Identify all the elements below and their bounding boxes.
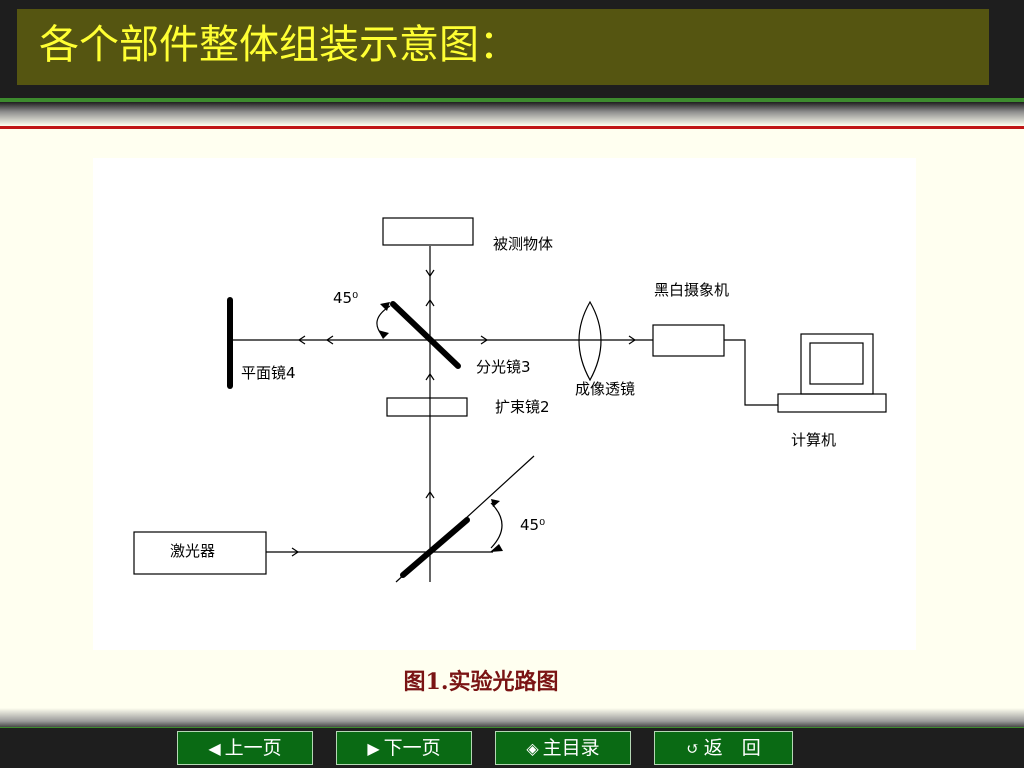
laser-reflector (400, 517, 470, 578)
arrow-up-lower (425, 490, 435, 499)
next-page-button[interactable]: ▶下一页 (336, 731, 472, 765)
arc-arrowhead-bottom-2 (490, 544, 503, 552)
angle-arc-bottom (490, 502, 503, 549)
return-button[interactable]: ↺返 回 (654, 731, 793, 765)
header-divider (0, 98, 1024, 102)
figure-caption: 图1.实验光路图 (403, 669, 559, 695)
label-angle-bottom: 45⁰ (520, 516, 545, 534)
diagram-svg: 被测物体 黑白摄象机 45⁰ 平面镜4 分光镜3 成像透镜 扩束镜2 计算机 激… (133, 217, 887, 583)
arrow-left-a (297, 335, 306, 345)
arrow-left-b (325, 335, 334, 345)
monitor-screen (809, 342, 864, 385)
camera-box (652, 324, 725, 357)
arc-arrowhead-top-1 (380, 302, 390, 311)
arrow-right-laser (291, 547, 300, 557)
home-menu-label: 主目录 (542, 737, 600, 759)
diamond-icon: ◈ (526, 739, 539, 758)
label-lens: 成像透镜 (575, 380, 635, 398)
return-arrow-icon: ↺ (686, 739, 700, 758)
label-splitter: 分光镜3 (476, 358, 531, 376)
object-box (382, 217, 474, 246)
title-box: 各个部件整体组装示意图： (17, 9, 989, 85)
triangle-right-icon: ▶ (367, 739, 380, 758)
next-page-label: 下一页 (383, 737, 441, 759)
label-mirror: 平面镜4 (241, 364, 296, 382)
home-menu-button[interactable]: ◈主目录 (495, 731, 631, 765)
arrow-right-a (480, 335, 489, 345)
arrow-right-b (628, 335, 637, 345)
label-object: 被测物体 (493, 235, 553, 253)
return-label: 返 回 (703, 737, 761, 759)
label-angle-top: 45⁰ (333, 289, 358, 307)
footer-gradient (0, 708, 1024, 730)
arc-arrowhead-top-2 (378, 330, 389, 339)
computer-base (777, 393, 887, 413)
arrow-down-object (425, 269, 435, 278)
label-computer: 计算机 (791, 431, 836, 449)
beam-expander (386, 397, 468, 417)
arrow-up-splitter (425, 298, 435, 307)
beam-splitter (390, 301, 461, 369)
arrow-up-expander (425, 372, 435, 381)
imaging-lens (578, 300, 602, 382)
triangle-left-icon: ◀ (208, 739, 221, 758)
header-gradient-band (0, 102, 1024, 134)
label-laser: 激光器 (170, 542, 215, 560)
optical-path-diagram: 被测物体 黑白摄象机 45⁰ 平面镜4 分光镜3 成像透镜 扩束镜2 计算机 激… (93, 158, 916, 650)
laser-box (133, 531, 267, 575)
red-divider (0, 126, 1024, 129)
label-camera: 黑白摄象机 (654, 281, 729, 299)
prev-page-label: 上一页 (224, 737, 282, 759)
prev-page-button[interactable]: ◀上一页 (177, 731, 313, 765)
arc-arrowhead-bottom-1 (491, 499, 500, 507)
slide-title: 各个部件整体组装示意图： (39, 22, 519, 68)
camera-cable (724, 339, 778, 406)
label-expander: 扩束镜2 (495, 398, 550, 416)
